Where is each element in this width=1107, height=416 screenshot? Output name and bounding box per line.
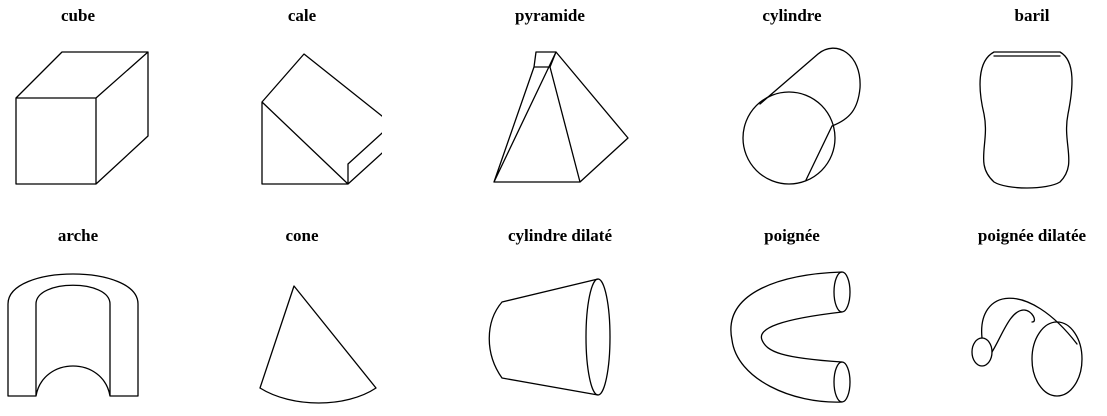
cube-drawing [15, 51, 149, 185]
shape-grid: cube cale pyramide cylindre baril arche [0, 6, 1107, 404]
shape-label: cale [287, 6, 317, 25]
shape-cylinder: cylindre [712, 6, 872, 196]
cone-drawing [259, 285, 377, 404]
shape-wedge: cale [222, 6, 382, 196]
shape-label: cone [285, 226, 319, 245]
shape-cone: cone [222, 226, 382, 416]
barrel-drawing [979, 51, 1073, 189]
shape-label: baril [1014, 6, 1050, 25]
shape-label: cube [61, 6, 95, 25]
shape-label: poignée [764, 226, 820, 245]
wedge-drawing [261, 53, 382, 185]
shape-arch: arche [0, 226, 158, 416]
shape-label: cylindre [762, 6, 822, 25]
shape-tapered-handle: poignée dilatée [952, 226, 1107, 416]
tapered-cylinder-drawing [488, 278, 611, 396]
tapered-handle-drawing [971, 297, 1083, 397]
shape-tapered-cylinder: cylindre dilaté [480, 226, 640, 416]
shape-label: pyramide [515, 6, 585, 25]
shape-label: poignée dilatée [977, 226, 1087, 245]
shape-label: cylindre dilaté [507, 226, 613, 245]
cylinder-drawing [742, 47, 861, 185]
handle-drawing [730, 271, 851, 403]
pyramid-drawing [493, 51, 629, 183]
shape-barrel: baril [952, 6, 1107, 196]
arch-drawing [7, 273, 139, 397]
shape-pyramid: pyramide [470, 6, 630, 196]
shape-handle: poignée [712, 226, 872, 416]
shape-label: arche [57, 226, 99, 245]
shape-cube: cube [0, 6, 158, 196]
